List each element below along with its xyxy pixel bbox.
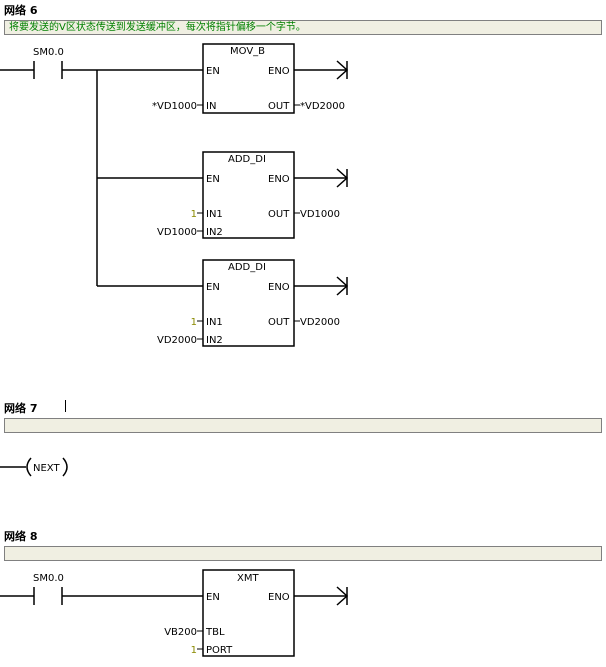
network-6-rung[interactable]: SM0.0 MOV_B EN ENO IN OUT *VD1000 *VD200…: [0, 43, 349, 347]
port-pin: PORT: [206, 645, 233, 656]
contact-label: SM0.0: [33, 47, 64, 58]
out-operand[interactable]: VD2000: [300, 317, 340, 328]
tbl-operand[interactable]: VB200: [164, 627, 197, 638]
in1-pin: IN1: [206, 317, 223, 328]
coil-label: NEXT: [33, 463, 60, 474]
eno-pin: ENO: [268, 66, 290, 77]
in2-pin: IN2: [206, 227, 223, 238]
en-pin: EN: [206, 174, 220, 185]
in1-operand[interactable]: 1: [191, 209, 197, 220]
text-cursor: [65, 400, 66, 412]
eno-pin: ENO: [268, 282, 290, 293]
port-operand[interactable]: 1: [191, 645, 197, 656]
add-di-block-2[interactable]: ADD_DI EN ENO IN1 IN2 OUT 1 VD2000 VD200…: [157, 259, 349, 347]
network-7-title[interactable]: 网络 7: [4, 402, 38, 415]
tbl-pin: TBL: [205, 627, 225, 638]
en-pin: EN: [206, 282, 220, 293]
xmt-block[interactable]: XMT EN ENO TBL PORT VB200 1: [164, 569, 349, 657]
block-name: XMT: [237, 573, 259, 584]
block-name: ADD_DI: [228, 154, 266, 165]
network-8-rung[interactable]: SM0.0 XMT EN ENO TBL PORT VB200 1: [0, 569, 349, 657]
block-name: MOV_B: [230, 46, 265, 57]
network-7-comment[interactable]: [4, 418, 602, 433]
network-8-comment[interactable]: [4, 546, 602, 561]
mov-b-block[interactable]: MOV_B EN ENO IN OUT *VD1000 *VD2000: [152, 43, 349, 114]
in2-operand[interactable]: VD1000: [157, 227, 197, 238]
network-6-title[interactable]: 网络 6: [4, 4, 38, 17]
out-operand[interactable]: VD1000: [300, 209, 340, 220]
in-pin: IN: [206, 101, 216, 112]
eno-pin: ENO: [268, 174, 290, 185]
eno-pin: ENO: [268, 592, 290, 603]
add-di-block-1[interactable]: ADD_DI EN ENO IN1 IN2 OUT 1 VD1000 VD100…: [157, 151, 349, 239]
out-pin: OUT: [268, 101, 290, 112]
next-coil[interactable]: NEXT: [26, 457, 68, 477]
block-name: ADD_DI: [228, 262, 266, 273]
in2-operand[interactable]: VD2000: [157, 335, 197, 346]
network-7-rung[interactable]: NEXT: [0, 457, 68, 477]
in-operand[interactable]: *VD1000: [152, 101, 197, 112]
out-pin: OUT: [268, 317, 290, 328]
in2-pin: IN2: [206, 335, 223, 346]
out-operand[interactable]: *VD2000: [300, 101, 345, 112]
contact-sm0-0[interactable]: SM0.0: [33, 47, 64, 79]
en-pin: EN: [206, 66, 220, 77]
in1-pin: IN1: [206, 209, 223, 220]
in1-operand[interactable]: 1: [191, 317, 197, 328]
contact-label: SM0.0: [33, 573, 64, 584]
network-8-title[interactable]: 网络 8: [4, 530, 38, 543]
contact-sm0-0[interactable]: SM0.0: [33, 573, 64, 605]
network-6-comment[interactable]: 将要发送的V区状态传送到发送缓冲区，每次将指针偏移一个字节。: [4, 20, 602, 35]
out-pin: OUT: [268, 209, 290, 220]
en-pin: EN: [206, 592, 220, 603]
